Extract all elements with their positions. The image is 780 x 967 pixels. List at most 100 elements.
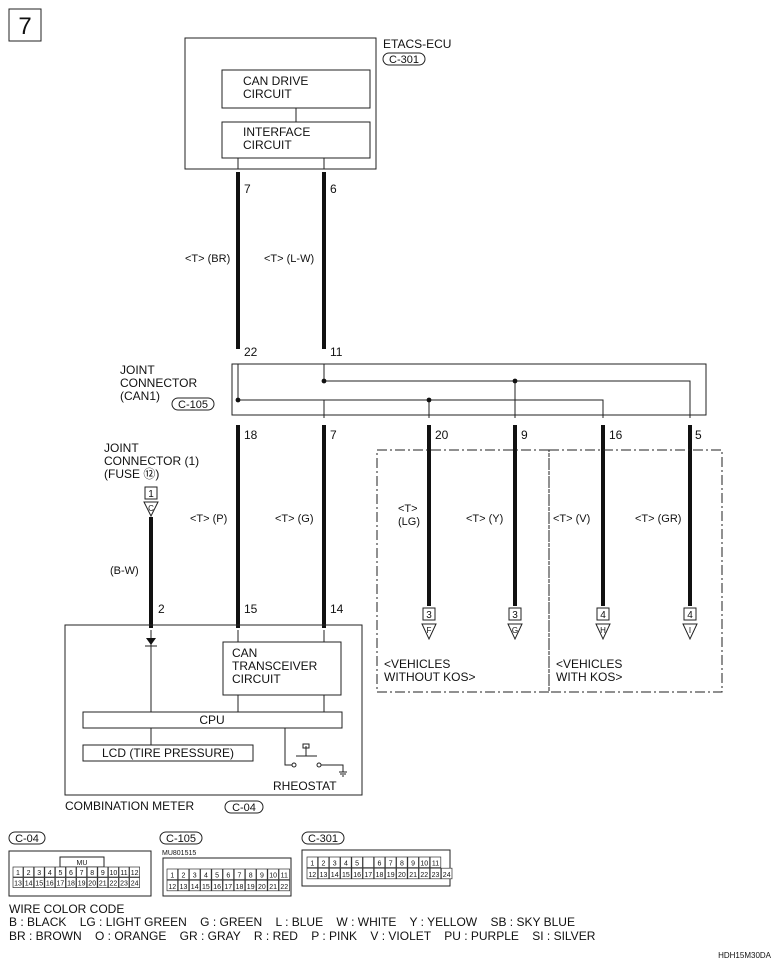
connector-pin-number: 8: [400, 861, 404, 868]
connector-pin-number: 11: [432, 861, 439, 868]
connector-pin-number: 7: [238, 873, 242, 880]
connector-cell: [97, 866, 109, 878]
wire-label-lg: <T>(LG): [398, 503, 420, 528]
offpage-box-3: [683, 607, 697, 621]
connector-pin-number: 12: [168, 884, 176, 891]
connector-cell: [33, 866, 45, 878]
group-without-kos-label-line-1: <VEHICLES: [384, 657, 450, 671]
connector-cell: [396, 856, 408, 868]
group-with-kos-label-line-2: WITH KOS>: [556, 670, 622, 684]
page-number: 7: [18, 13, 31, 40]
connector-pin-number: 11: [281, 873, 288, 880]
offpage-arrow-1: [507, 623, 523, 641]
connector-pin-number: 11: [120, 870, 127, 877]
connector-cell: [129, 877, 140, 888]
offpage-arrow-0: [421, 623, 437, 641]
group-without-kos-box: [376, 449, 550, 693]
connector-cell: [429, 867, 442, 880]
connector-cell: [211, 868, 223, 880]
connector-pin-number: 1: [310, 861, 314, 868]
can-drive-circuit-label-line-1: CAN DRIVE: [243, 74, 308, 88]
joint-connector-fuse-label-line-1: JOINT: [104, 441, 139, 455]
connector-cell: [329, 856, 341, 868]
connector-pin-number: 15: [342, 872, 350, 879]
connector-pin-number: 19: [78, 881, 86, 888]
connector-cell: [278, 868, 290, 880]
joint-pin-7: 7: [330, 428, 337, 442]
connector-cell: [12, 877, 24, 888]
connector-cell: [189, 879, 201, 892]
connector-cell: [407, 856, 419, 868]
legend-line-2: BR : BROWN O : ORANGE GR : GRAY R : RED …: [9, 929, 596, 943]
connector-pin-number: 3: [333, 861, 337, 868]
connector-pin-number: 22: [420, 872, 428, 879]
connector-pin-number: 14: [191, 884, 199, 891]
connector-pin-number: 21: [269, 884, 277, 891]
connector-cell: [245, 879, 257, 892]
connector-pin-number: 4: [48, 870, 52, 877]
connector-cell: [118, 866, 130, 878]
connector-pin-number: 18: [376, 872, 384, 879]
connector-pin-number: 23: [432, 872, 440, 879]
connector-pin-number: 4: [344, 861, 348, 868]
connector-pin-number: 8: [90, 870, 94, 877]
figure-code: HDH15M30DA: [718, 951, 772, 960]
connector-cell: [267, 879, 279, 892]
connector-pin-number: 15: [35, 881, 43, 888]
connector-cell: [76, 877, 87, 888]
connector-pin-number: 4: [204, 873, 208, 880]
connector-cell: [200, 868, 212, 880]
offpage-page-1: 3: [512, 610, 518, 621]
fuse-page-number: 1: [148, 489, 154, 500]
connector-cell: [189, 868, 201, 880]
connector-pin-number: 6: [226, 873, 230, 880]
joint-connector-can1-label-line-1: JOINT: [120, 363, 155, 377]
can-transceiver-box: [222, 641, 342, 696]
offpage-page-3: 4: [687, 610, 693, 621]
connector-pin-number: 13: [14, 881, 22, 888]
can-transceiver-label-line-2: TRANSCEIVER: [232, 659, 318, 673]
connector-cell: [108, 877, 119, 888]
connector-frame-1: [162, 857, 292, 897]
c105-part-number: MU801515: [162, 850, 196, 857]
connector-cell: [418, 867, 430, 880]
connector-pin-number: 20: [398, 872, 406, 879]
joint-connector-can1-label-line-2: CONNECTOR: [120, 376, 197, 390]
connector-pin-number: 2: [182, 873, 186, 880]
connector-pin-number: 24: [131, 881, 139, 888]
combination-meter-box: [64, 624, 363, 796]
connector-cell: [396, 867, 408, 880]
connector-cell: [222, 879, 234, 892]
meter-pin-14: 14: [330, 602, 344, 616]
connector-pin-number: 22: [110, 881, 118, 888]
can-drive-circuit-label-line-2: CIRCUIT: [243, 87, 292, 101]
connector-pin-number: 17: [57, 881, 65, 888]
connector-cell: [278, 879, 290, 892]
connector-cell: [256, 868, 268, 880]
c301-tag: [301, 831, 345, 845]
wire-label-lg-line-1: <T>: [398, 503, 418, 515]
page-number-box: [8, 8, 42, 42]
connector-cell: [12, 866, 24, 878]
connector-cell: [256, 879, 268, 892]
connector-cell: [33, 877, 45, 888]
joint-can1-connector-label: C-105: [178, 399, 208, 411]
wire-label-l-w: <T> (L-W): [264, 253, 314, 265]
connector-cell: [65, 877, 77, 888]
offpage-letter-3: I: [689, 626, 691, 635]
connector-cell: [245, 868, 257, 880]
connector-cell: [222, 868, 234, 880]
offpage-letter-1: G: [512, 626, 518, 635]
joint-connector-fuse-label-line-3: (FUSE ⑫): [104, 467, 159, 481]
connector-pin-number: 6: [69, 870, 73, 877]
connector-cell: [177, 879, 190, 892]
connector-cell: [23, 877, 34, 888]
connector-pin-number: 2: [27, 870, 31, 877]
connector-pin-number: 3: [193, 873, 197, 880]
connector-cell: [97, 877, 109, 888]
connector-cell: [317, 856, 330, 868]
connector-cell: [317, 867, 330, 880]
connector-cell: [86, 866, 98, 878]
